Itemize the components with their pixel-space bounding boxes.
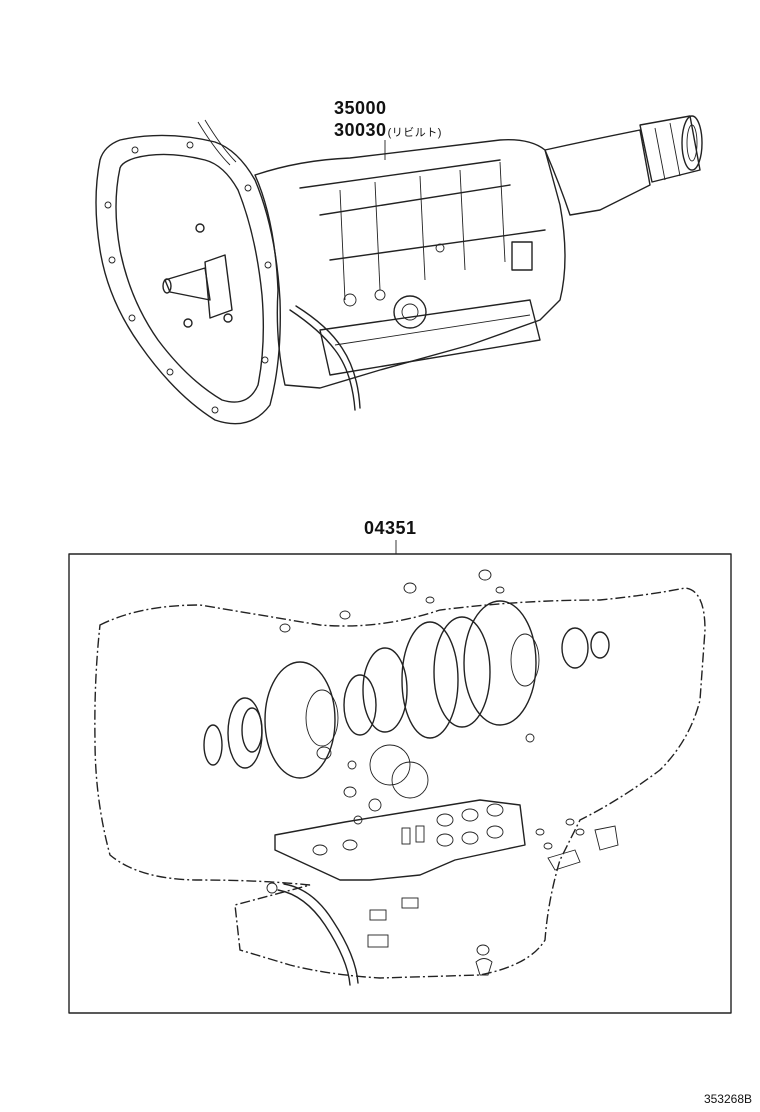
flange-bolts [104,141,272,414]
overhaul-kit-drawing [68,540,732,1014]
kit-frame [68,553,732,1014]
part-number-35000: 35000 [334,98,387,118]
transmission-assembly-drawing [95,115,703,425]
figure-code: 353268B [703,1092,752,1106]
part-number-30030: 30030(リビルト) [334,120,442,141]
rebuilt-note: (リビルト) [387,127,442,139]
part-number-04351: 04351 [364,518,417,538]
part-number-30030-text: 30030 [334,120,387,140]
